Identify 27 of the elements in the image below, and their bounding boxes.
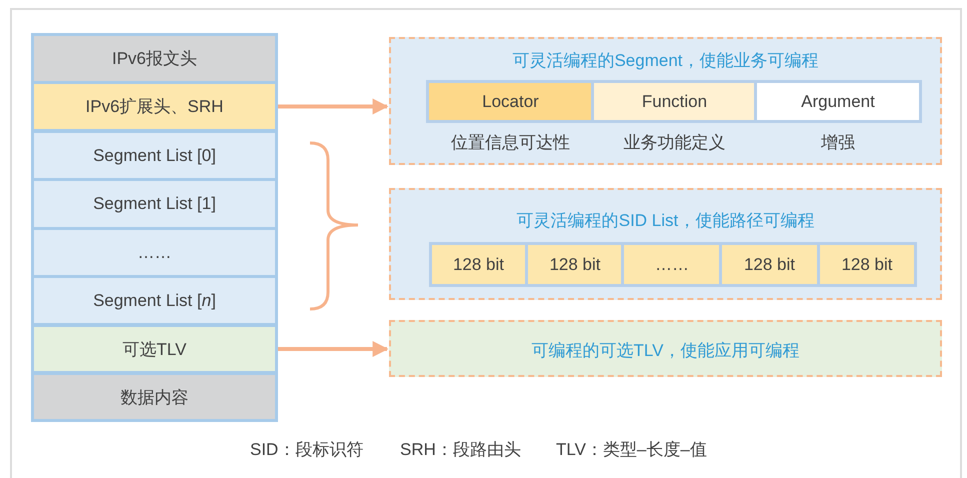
legend-note: TLV：类型–长度–值 <box>556 439 707 461</box>
packet-field: IPv6扩展头、SRH <box>34 84 275 129</box>
dashed-panel <box>389 37 942 165</box>
panel-title: 可编程的可选TLV，使能应用可编程 <box>530 340 800 362</box>
field-caption: 位置信息可达性 <box>450 132 571 154</box>
arrow <box>278 98 389 114</box>
packet-field: Segment List [0] <box>34 133 275 178</box>
sid-cell: 128 bit <box>722 245 817 284</box>
sid-cell: 128 bit <box>820 245 914 284</box>
arrow <box>278 341 389 357</box>
packet-field: 可选TLV <box>34 327 275 371</box>
field-caption: 增强 <box>820 132 856 154</box>
sid-cell: 128 bit <box>528 245 622 284</box>
panel-title: 可灵活编程的SID List，使能路径可编程 <box>516 210 816 232</box>
field-caption: 业务功能定义 <box>622 132 726 154</box>
sid-cell: 128 bit <box>432 245 525 284</box>
sid-cell: …… <box>624 245 720 284</box>
packet-field: …… <box>34 230 275 275</box>
legend-note: SRH：段路由头 <box>400 439 521 461</box>
legend-note: SID：段标识符 <box>250 439 364 461</box>
dashed-panel <box>389 320 942 377</box>
packet-field: Segment List [1] <box>34 181 275 227</box>
packet-field: Segment List [n] <box>34 278 275 323</box>
packet-field: IPv6报文头 <box>34 36 275 81</box>
panel-title: 可灵活编程的Segment，使能业务可编程 <box>511 50 820 72</box>
packet-field: 数据内容 <box>34 375 275 419</box>
dashed-panel <box>389 188 942 300</box>
